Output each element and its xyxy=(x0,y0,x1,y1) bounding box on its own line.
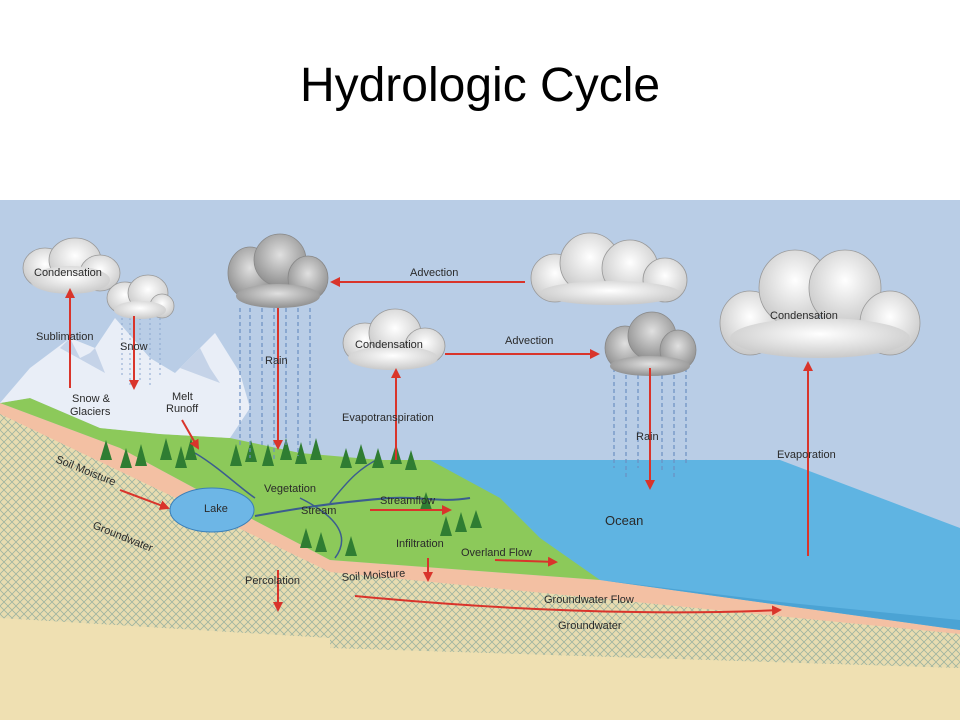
label-snow-glaciers-2: Glaciers xyxy=(70,406,111,418)
label-overland-flow: Overland Flow xyxy=(461,547,532,559)
page-title: Hydrologic Cycle xyxy=(299,59,661,112)
label-groundwater-bottom: Groundwater xyxy=(558,620,622,632)
label-sublimation: Sublimation xyxy=(36,331,93,343)
label-snow-glaciers-1: Snow & xyxy=(72,393,111,405)
cloud-condensation-right xyxy=(719,249,921,358)
label-advection-top: Advection xyxy=(410,267,458,279)
label-groundwater-flow: Groundwater Flow xyxy=(544,594,634,606)
rain-left xyxy=(239,308,311,460)
ocean-front xyxy=(600,580,960,630)
label-condensation-mid: Condensation xyxy=(355,339,423,351)
label-rain-left: Rain xyxy=(265,355,288,367)
label-streamflow: Streamflow xyxy=(380,495,435,507)
label-stream: Stream xyxy=(301,505,336,517)
label-melt-runoff-2: Runoff xyxy=(166,403,199,415)
label-ocean: Ocean xyxy=(605,513,643,528)
soil-moisture-layer-side xyxy=(330,560,960,634)
label-condensation-right: Condensation xyxy=(770,310,838,322)
cloud-snow xyxy=(106,274,175,319)
label-snow: Snow xyxy=(120,341,148,353)
arrow-groundwater-flow xyxy=(354,595,782,616)
lake xyxy=(169,487,255,533)
cloud-rain-right xyxy=(604,311,697,376)
label-lake: Lake xyxy=(204,503,228,515)
hydrologic-cycle-diagram: Condensation Sublimation Snow Snow & Gla… xyxy=(0,200,960,720)
label-advection-mid: Advection xyxy=(505,335,553,347)
cloud-advection-top xyxy=(530,232,688,305)
label-evaporation: Evaporation xyxy=(777,449,836,461)
label-evapotranspiration: Evapotranspiration xyxy=(342,412,434,424)
label-condensation-left: Condensation xyxy=(34,267,102,279)
arrow-melt-runoff xyxy=(181,419,199,450)
vegetation-trees xyxy=(100,438,482,556)
cloud-rain-left xyxy=(227,233,329,308)
soil-moisture-layer xyxy=(0,403,330,572)
label-soil-moisture-right: Soil Moisture xyxy=(341,568,405,584)
cloud-condensation-mid xyxy=(342,308,446,370)
label-infiltration: Infiltration xyxy=(396,538,444,550)
label-melt-runoff-1: Melt xyxy=(172,391,193,403)
stream xyxy=(254,496,471,517)
ocean xyxy=(430,460,960,630)
label-percolation: Percolation xyxy=(245,575,300,587)
arrow-soil-moisture xyxy=(119,489,170,510)
arrow-overland-flow xyxy=(494,556,558,567)
process-arrows xyxy=(65,277,813,616)
cloud-condensation-left xyxy=(22,237,121,294)
snowfall xyxy=(121,318,161,388)
label-rain-right: Rain xyxy=(636,431,659,443)
label-vegetation: Vegetation xyxy=(264,483,316,495)
